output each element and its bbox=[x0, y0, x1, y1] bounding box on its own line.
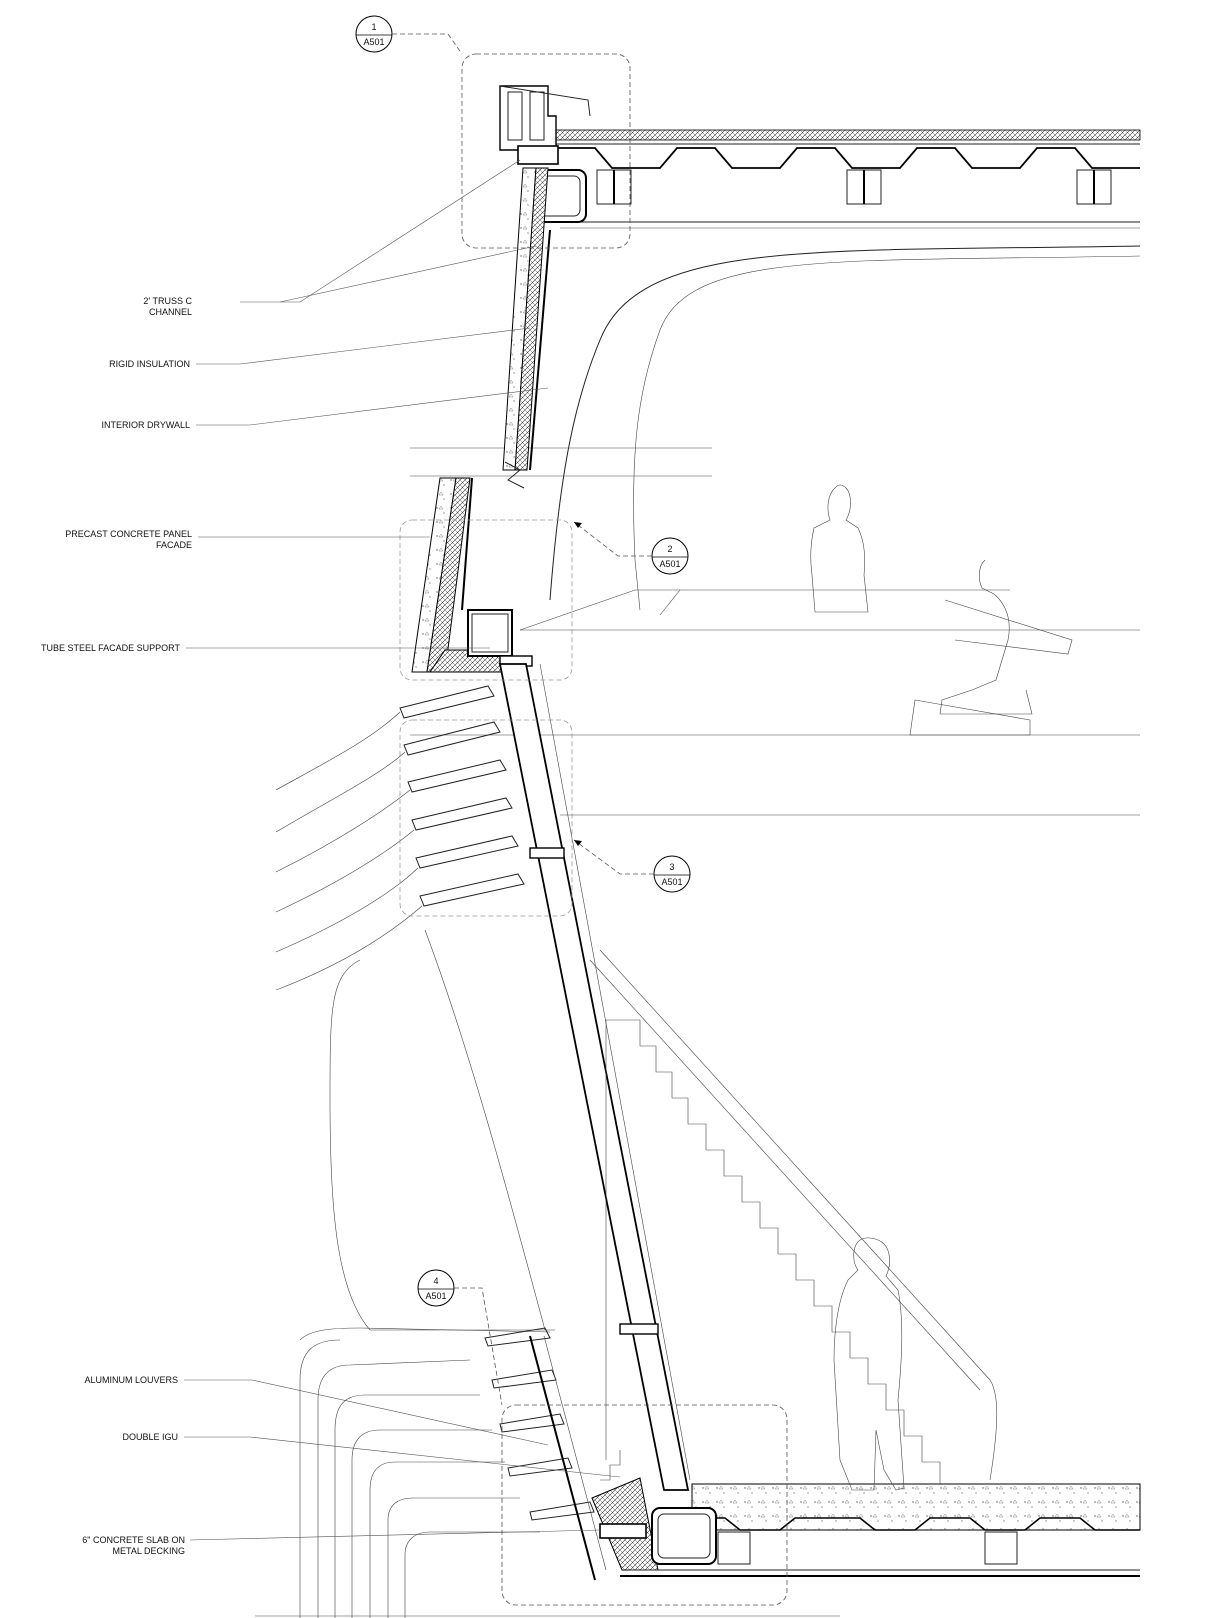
label-concrete-slab-line2: METAL DECKING bbox=[112, 1546, 185, 1556]
detail-3-boundary bbox=[399, 719, 573, 917]
callout-1-number: 1 bbox=[371, 22, 376, 32]
label-precast-panel-line1: PRECAST CONCRETE PANEL bbox=[65, 529, 192, 539]
label-precast-panel-line2: FACADE bbox=[156, 540, 192, 550]
callout-1[interactable]: 1 A501 bbox=[355, 15, 463, 55]
floor-slab bbox=[255, 1477, 1141, 1617]
lower-curved-forms bbox=[299, 929, 555, 1618]
detail-boundaries bbox=[399, 53, 788, 1606]
callout-2-number: 2 bbox=[667, 544, 672, 554]
callout-3-sheet: A501 bbox=[661, 877, 682, 887]
annotation-labels: 2' TRUSS C CHANNEL RIGID INSULATION INTE… bbox=[41, 159, 621, 1556]
label-concrete-slab-line1: 6" CONCRETE SLAB ON bbox=[82, 1535, 185, 1545]
human-figure-standing bbox=[810, 484, 869, 613]
label-double-igu: DOUBLE IGU bbox=[122, 1432, 178, 1442]
callout-2[interactable]: 2 A501 bbox=[573, 521, 689, 575]
human-figure-stair bbox=[833, 1237, 905, 1491]
roof-assembly bbox=[499, 85, 1141, 229]
stair bbox=[589, 949, 998, 1484]
glazing-system bbox=[498, 663, 691, 1491]
label-truss-channel-line1: 2' TRUSS C bbox=[143, 296, 192, 306]
detail-4-boundary bbox=[501, 1404, 788, 1606]
label-interior-drywall: INTERIOR DRYWALL bbox=[101, 420, 190, 430]
detail-1-boundary bbox=[461, 53, 631, 249]
callout-4-number: 4 bbox=[433, 1276, 438, 1286]
callout-3-number: 3 bbox=[669, 862, 674, 872]
lower-louvers bbox=[484, 1327, 607, 1581]
callout-2-sheet: A501 bbox=[659, 559, 680, 569]
detail-2-boundary bbox=[399, 519, 573, 681]
callout-4[interactable]: 4 A501 bbox=[417, 1269, 503, 1406]
detail-callouts: 1 A501 2 A501 3 A501 4 A501 bbox=[355, 15, 691, 1406]
label-tube-steel-support: TUBE STEEL FACADE SUPPORT bbox=[41, 643, 181, 653]
upper-wall bbox=[411, 167, 551, 673]
label-truss-channel-line2: CHANNEL bbox=[149, 307, 192, 317]
callout-1-sheet: A501 bbox=[363, 37, 384, 47]
callout-4-sheet: A501 bbox=[425, 1291, 446, 1301]
callout-3[interactable]: 3 A501 bbox=[573, 839, 691, 893]
upper-louvers bbox=[275, 685, 525, 991]
label-aluminum-louvers: ALUMINUM LOUVERS bbox=[84, 1375, 178, 1385]
human-figure-seated bbox=[909, 559, 1073, 736]
label-rigid-insulation: RIGID INSULATION bbox=[109, 359, 190, 369]
